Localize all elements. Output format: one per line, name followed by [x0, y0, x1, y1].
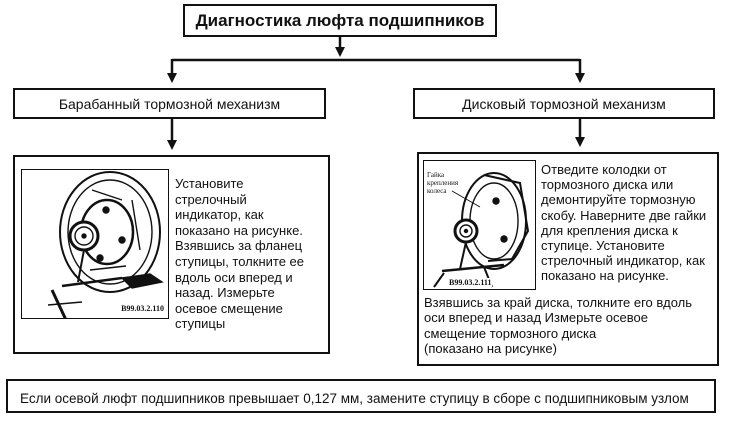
disc-brake-header: Дисковый тормозной механизм — [413, 88, 715, 119]
disc-figure-code: B99.03.2.111 — [448, 278, 493, 287]
drum-figure-code: B99.03.2.110 — [120, 304, 165, 313]
diagram-title-text: Диагностика люфта подшипников — [195, 10, 485, 30]
drum-brake-instructions: Установите стрелочный индикатор, как пок… — [175, 176, 304, 332]
drum-brake-header: Барабанный тормозной механизм — [13, 88, 326, 119]
disc-brake-instructions-continued: Взявшись за край диска, толкните его вдо… — [424, 295, 693, 357]
wheel-nut-label: Гайка крепления колеса — [427, 171, 459, 195]
conclusion-box: Если осевой люфт подшипников превышает 0… — [6, 379, 716, 413]
drum-brake-panel: B99.03.2.110 Установите стрелочный индик… — [13, 155, 330, 354]
conclusion-text: Если осевой люфт подшипников превышает 0… — [20, 390, 689, 406]
disc-brake-illustration: Гайка крепления колеса B99.03.2.111 — [423, 160, 536, 290]
disc-dial-indicator-drawing — [433, 172, 530, 288]
drum-dial-indicator-drawing — [47, 171, 164, 318]
disc-brake-panel: Гайка крепления колеса B99.03.2.111 Отве… — [417, 152, 719, 366]
diagram-title: Диагностика люфта подшипников — [183, 4, 497, 37]
drum-brake-illustration: B99.03.2.110 — [21, 169, 169, 319]
disc-brake-instructions: Отведите колодки от тормозного диска или… — [541, 162, 707, 284]
disc-brake-header-text: Дисковый тормозной механизм — [462, 95, 666, 112]
drum-brake-header-text: Барабанный тормозной механизм — [58, 95, 281, 112]
